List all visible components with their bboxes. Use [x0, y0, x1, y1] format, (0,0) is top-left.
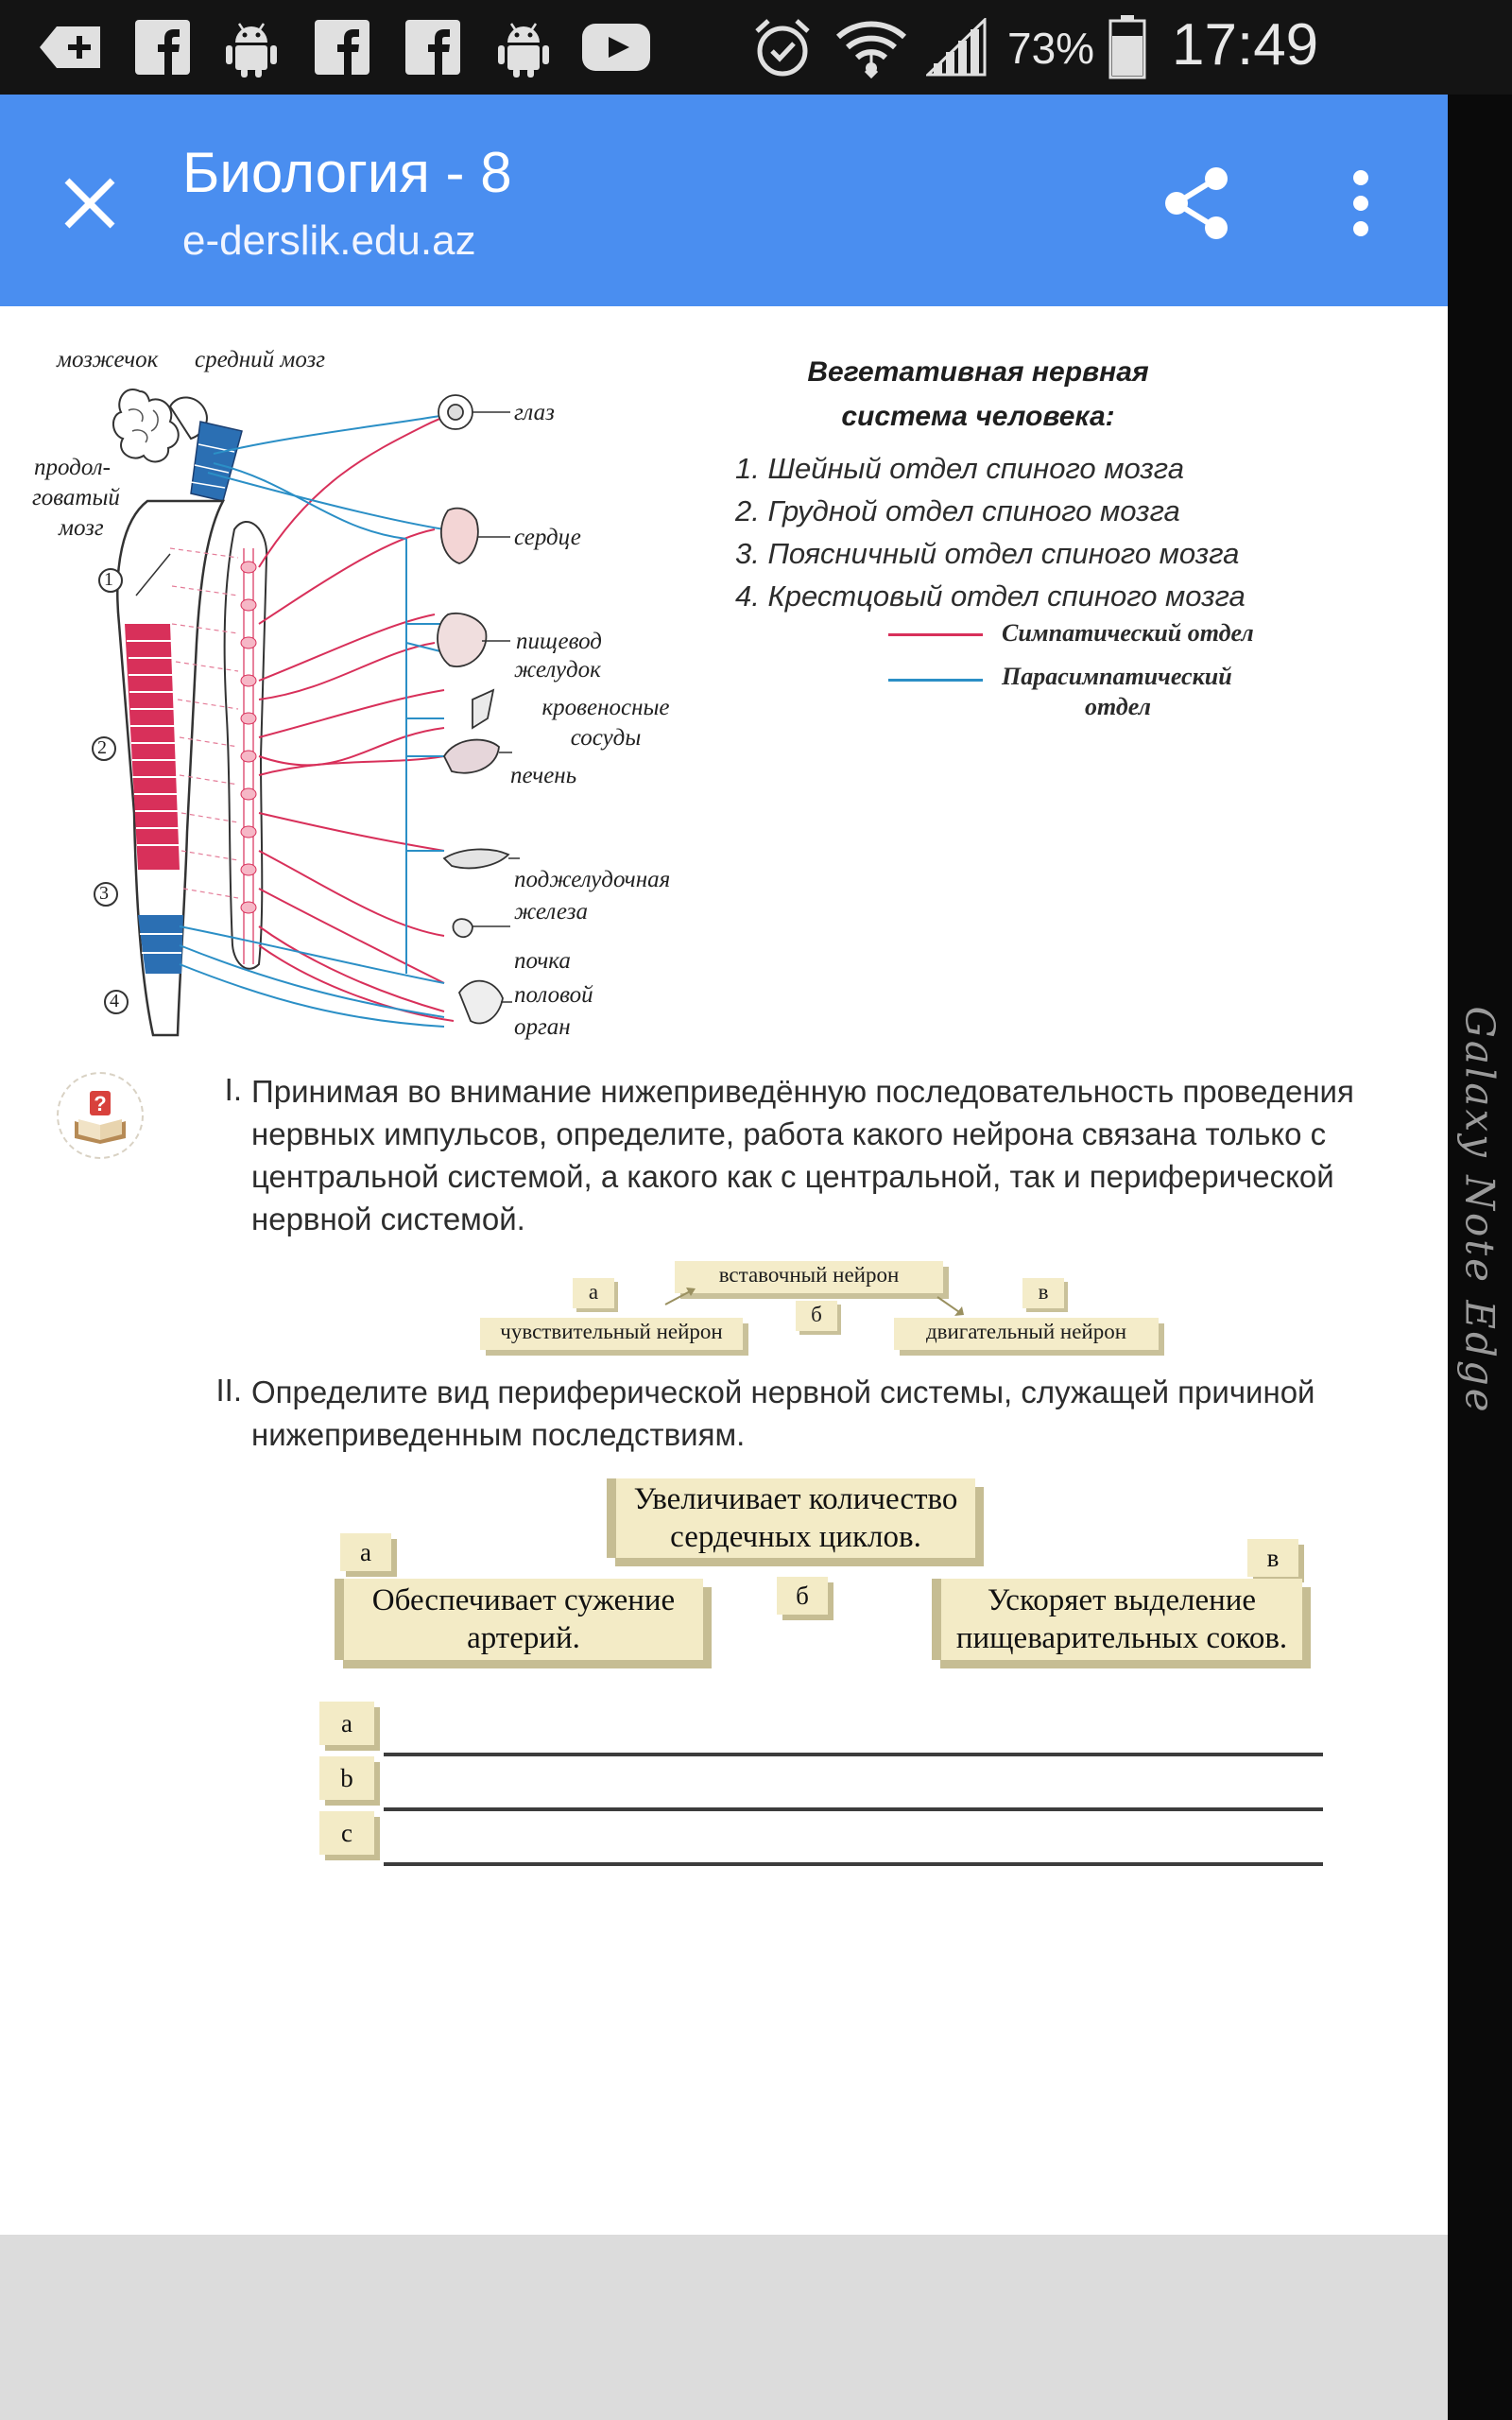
label-medulla-3: мозг — [59, 515, 104, 541]
close-button[interactable] — [38, 151, 142, 255]
flow-arrows — [664, 1288, 964, 1316]
legend-item-1: 1. Шейный отдел спиного мозга — [735, 452, 1184, 485]
answer-line-c[interactable] — [384, 1862, 1323, 1866]
share-icon — [1165, 167, 1228, 239]
label-kidney: почка — [514, 948, 571, 974]
clock: 17:49 — [1172, 12, 1319, 78]
diagram-markers — [92, 568, 129, 1014]
answer-tag-b: b — [319, 1756, 374, 1800]
more-vert-icon — [1353, 170, 1368, 236]
status-bar: 73% 17:49 — [0, 0, 1512, 95]
add-icon — [36, 17, 104, 78]
diagram-illustration — [92, 389, 520, 1037]
edge-brand-text: Galaxy Note Edge — [1456, 1005, 1503, 1415]
edge-panel[interactable] — [1448, 95, 1512, 2420]
app-toolbar: Биология - 8 e-derslik.edu.az — [0, 95, 1448, 306]
label-esophagus: пищевод — [516, 629, 602, 654]
question-2-number: II. — [215, 1373, 242, 1408]
label-cerebellum: мозжечок — [57, 347, 159, 372]
legend-item-2: 2. Грудной отдел спиного мозга — [735, 494, 1180, 527]
more-options-button[interactable] — [1314, 151, 1408, 255]
legend-title: Вегетативная нервная система человека: — [807, 356, 1149, 432]
alarm-icon — [750, 17, 815, 78]
marker-1: 1 — [104, 569, 113, 590]
question-1-number: I. — [224, 1072, 242, 1107]
label-pancreas-2: железа — [514, 899, 588, 925]
label-medulla-2: говатый — [32, 485, 120, 510]
close-icon — [64, 178, 115, 229]
motor-neuron-box: двигательный нейрон — [894, 1318, 1159, 1350]
signal-icon — [924, 17, 988, 78]
answer-line-a[interactable] — [384, 1753, 1323, 1756]
page-url: e-derslik.edu.az — [182, 217, 476, 264]
parasympathetic-line — [888, 679, 983, 682]
label-heart: сердце — [514, 525, 581, 550]
label-midbrain: средний мозг — [195, 347, 326, 372]
book-question-icon: ? — [57, 1072, 144, 1159]
question-2-text: Определите вид периферической нервной си… — [251, 1374, 1315, 1452]
android-icon — [217, 17, 285, 78]
interneuron-box: вставочный нейрон — [675, 1261, 943, 1293]
card-tag-b: б — [777, 1577, 828, 1615]
sympathetic-line — [888, 633, 983, 636]
legend-item-3: 3. Поясничный отдел спиного мозга — [735, 537, 1240, 570]
battery-percent: 73% — [1007, 24, 1095, 73]
answer-tag-c: c — [319, 1811, 374, 1855]
legend-parasympathetic-2: отдел — [1085, 693, 1152, 720]
share-button[interactable] — [1145, 151, 1249, 255]
page-title: Биология - 8 — [182, 141, 512, 204]
flow-tag-a: а — [573, 1278, 614, 1308]
label-genital-1: половой — [514, 982, 593, 1008]
page-bottom-area — [0, 2235, 1448, 2420]
marker-2: 2 — [97, 737, 107, 758]
legend-item-4: 4. Крестцовый отдел спиного мозга — [735, 579, 1246, 613]
facebook-icon — [403, 17, 463, 78]
nervous-system-diagram: 1 2 3 4 мозжечок средний мозг продол- го… — [28, 340, 709, 1049]
marker-4: 4 — [110, 991, 119, 1011]
label-genital-2: орган — [514, 1014, 571, 1040]
card-tag-a: а — [340, 1533, 391, 1571]
facebook-icon — [132, 17, 193, 78]
legend-parasympathetic-1: Парасимпатический — [1002, 663, 1232, 690]
label-eye: глаз — [514, 400, 555, 425]
legend-sympathetic: Симпатический отдел — [1002, 619, 1254, 647]
marker-3: 3 — [99, 883, 109, 904]
youtube-icon — [580, 17, 652, 78]
label-vessels-2: сосуды — [570, 725, 642, 751]
sensory-neuron-box: чувствительный нейрон — [480, 1318, 743, 1350]
android-icon — [490, 17, 558, 78]
answer-tag-a: a — [319, 1702, 374, 1745]
label-stomach: желудок — [514, 657, 601, 683]
flow-tag-b: б — [796, 1301, 837, 1331]
label-vessels-1: кровеносные — [541, 695, 670, 720]
page-content[interactable]: 1 2 3 4 мозжечок средний мозг продол- го… — [0, 306, 1448, 2235]
wifi-icon — [833, 17, 909, 78]
flow-tag-c: в — [1022, 1278, 1064, 1308]
label-medulla-1: продол- — [34, 455, 111, 480]
svg-text:?: ? — [94, 1092, 106, 1115]
label-pancreas-1: поджелудочная — [514, 867, 671, 892]
question-1-text: Принимая во внимание нижеприведённую пос… — [251, 1074, 1354, 1236]
card-tag-c: в — [1247, 1539, 1298, 1577]
label-liver: печень — [510, 763, 577, 788]
facebook-icon — [312, 17, 372, 78]
answer-line-b[interactable] — [384, 1807, 1323, 1811]
diagram-legend: Вегетативная нервная система человека: 1… — [728, 344, 1295, 798]
battery-icon — [1106, 15, 1149, 79]
